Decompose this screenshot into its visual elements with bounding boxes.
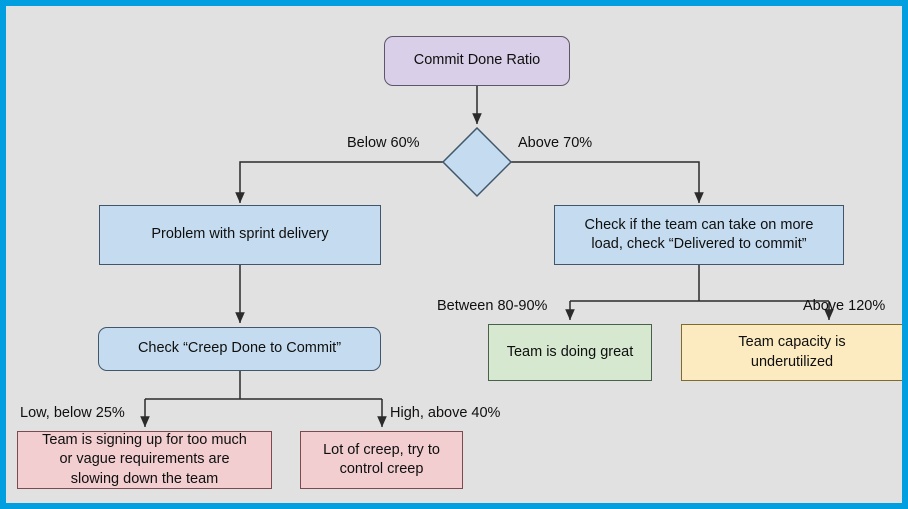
node-label-multiline: Team capacity is underutilized: [738, 333, 845, 371]
edge-label-low-below-25: Low, below 25%: [20, 405, 125, 421]
edge-label-between-80-90: Between 80-90%: [437, 298, 548, 314]
node-label-line1: Team capacity is: [738, 334, 846, 351]
node-label-line2: load, check “Delivered to commit”: [591, 236, 807, 252]
node-label-multiline: Check if the team can take on more load,…: [585, 216, 814, 254]
edge-label-below-60: Below 60%: [347, 135, 420, 151]
node-label-multiline: Lot of creep, try to control creep: [323, 441, 440, 479]
node-label-line2: or vague requirements are: [59, 451, 230, 468]
node-label: Commit Done Ratio: [413, 52, 541, 69]
node-team-capacity-is-underutilized[interactable]: Team capacity is underutilized: [681, 324, 902, 381]
edge-label-above-120: Above 120%: [803, 298, 886, 314]
edge-label-above-70: Above 70%: [518, 135, 593, 151]
edge-label-high-above-40: High, above 40%: [390, 405, 501, 421]
node-label-multiline: Team is signing up for too much or vague…: [42, 431, 247, 488]
node-team-is-signing-up-for-too-much[interactable]: Team is signing up for too much or vague…: [17, 431, 272, 489]
node-label-line2: underutilized: [750, 353, 834, 370]
node-label-line1: Lot of creep, try to: [323, 441, 440, 458]
decision-diamond[interactable]: [441, 126, 513, 198]
node-label-line3: slowing down the team: [70, 470, 219, 487]
node-label: Team is doing great: [506, 343, 634, 360]
node-label-line1: Check if the team can take on more: [584, 216, 814, 233]
edge-decision-to-problem: [235, 161, 443, 204]
node-commit-done-ratio[interactable]: Commit Done Ratio: [384, 36, 570, 86]
node-label: Check “Creep Done to Commit”: [137, 340, 342, 357]
node-check-if-team-can-take-more-load[interactable]: Check if the team can take on more load,…: [554, 205, 844, 265]
node-lot-of-creep-try-to-control-creep[interactable]: Lot of creep, try to control creep: [300, 431, 463, 489]
edge-decision-to-check-more: [511, 161, 704, 204]
node-team-is-doing-great[interactable]: Team is doing great: [488, 324, 652, 381]
node-problem-with-sprint-delivery[interactable]: Problem with sprint delivery: [99, 205, 381, 265]
node-label: Problem with sprint delivery: [151, 226, 329, 243]
node-label-line2: control creep: [339, 461, 424, 477]
node-label-line1: Team is signing up for too much: [42, 432, 247, 449]
node-check-creep-done-to-commit[interactable]: Check “Creep Done to Commit”: [98, 327, 381, 371]
